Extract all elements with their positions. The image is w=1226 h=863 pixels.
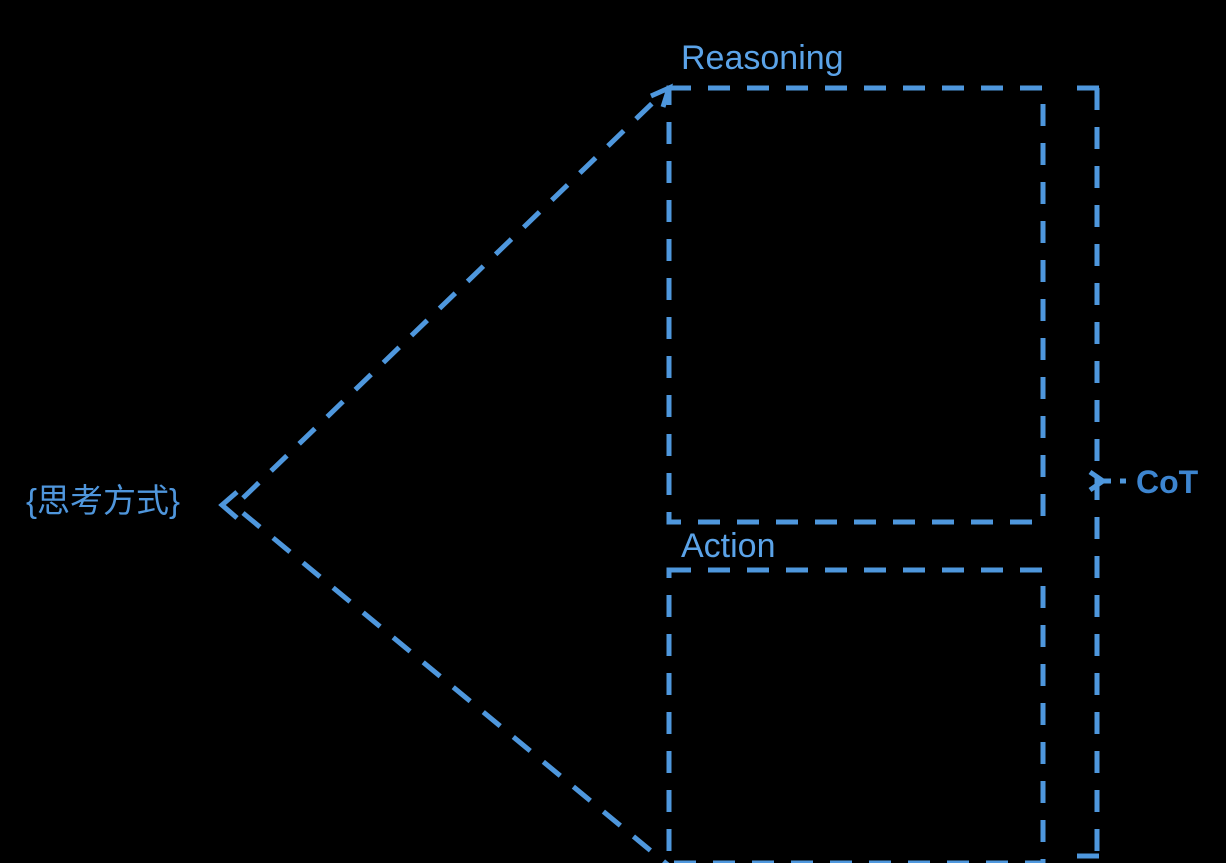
source-vertex-arrowhead <box>218 490 239 520</box>
action-box-label: Action <box>681 527 776 565</box>
action-box <box>666 567 1046 863</box>
reasoning-box <box>666 85 1046 525</box>
connector-source-to-reasoning <box>241 88 668 500</box>
connector-source-to-action <box>241 511 670 863</box>
reasoning-box-label: Reasoning <box>681 39 844 77</box>
reasoning-arrowhead-icon <box>649 83 674 108</box>
thinking-mode-placeholder-label: {思考方式} <box>26 482 181 519</box>
cot-group-label: CoT <box>1136 464 1199 500</box>
